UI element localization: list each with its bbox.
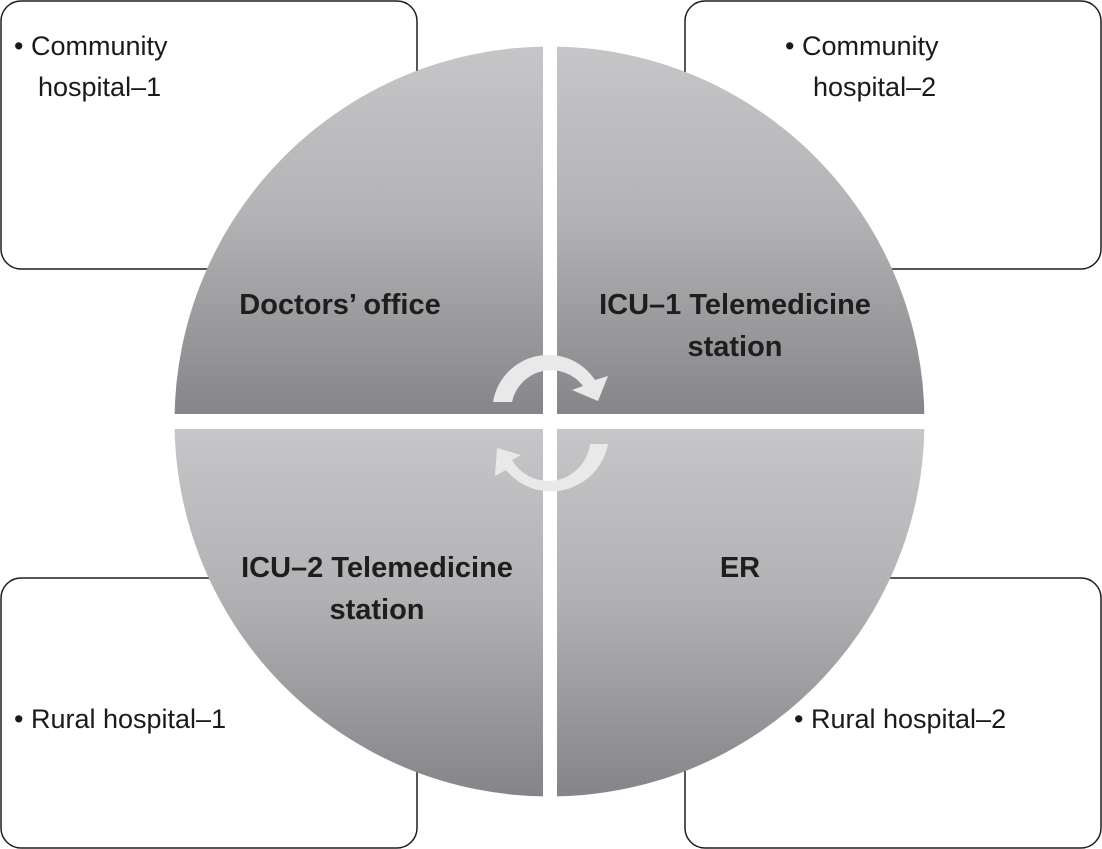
label-line: Rural hospital–1 xyxy=(30,704,227,734)
label-line: station xyxy=(687,331,783,363)
label-line: hospital–2 xyxy=(813,72,937,102)
label-line: Doctors’ office xyxy=(239,289,441,321)
bullet: • xyxy=(14,31,24,61)
label-line: station xyxy=(329,594,425,626)
label-line: Community xyxy=(801,31,939,61)
label-line: hospital–1 xyxy=(38,72,162,102)
box-label-rural-hospital-1: • Rural hospital–1 xyxy=(14,699,226,740)
label-line: ICU–1 Telemedicine xyxy=(599,289,871,321)
box-label-community-hospital-2: • Community hospital–2 xyxy=(785,26,939,108)
label-line: Rural hospital–2 xyxy=(810,704,1007,734)
bullet: • xyxy=(14,704,24,734)
bullet: • xyxy=(794,704,804,734)
label-line: ER xyxy=(719,552,761,584)
box-label-community-hospital-1: • Community hospital–1 xyxy=(14,26,168,108)
label-line: ICU–2 Telemedicine xyxy=(241,552,513,584)
quadrant-label-icu-1: ICU–1 Telemedicine station xyxy=(570,284,900,368)
label-line: Community xyxy=(30,31,168,61)
cycle-arrows-icon xyxy=(493,354,608,492)
box-label-rural-hospital-2: • Rural hospital–2 xyxy=(794,699,1006,740)
bullet: • xyxy=(785,31,795,61)
quadrant-label-er: ER xyxy=(640,547,840,589)
quadrant-label-icu-2: ICU–2 Telemedicine station xyxy=(212,547,542,631)
quadrant-label-doctors-office: Doctors’ office xyxy=(190,284,490,326)
